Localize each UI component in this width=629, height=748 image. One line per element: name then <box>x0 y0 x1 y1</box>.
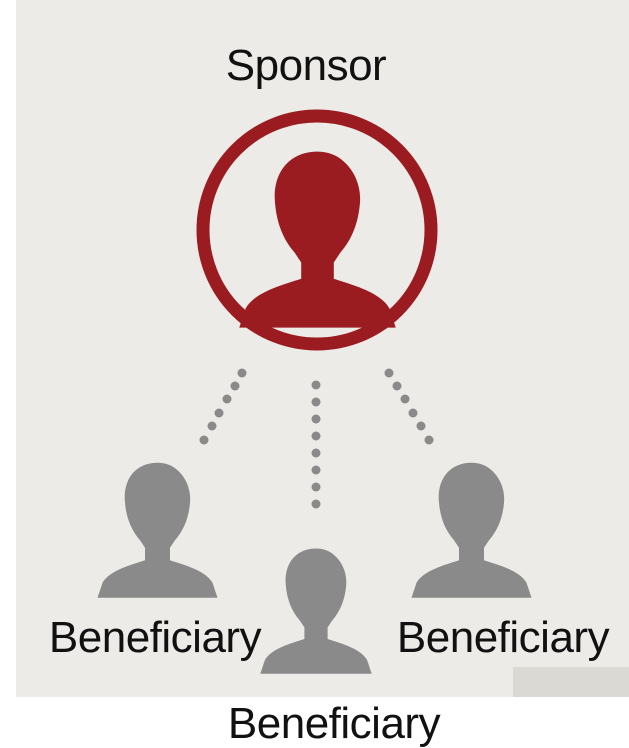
person-in-circle-icon <box>239 151 396 328</box>
beneficiary-right-icon <box>411 462 532 598</box>
beneficiary-center-label: Beneficiary <box>227 699 441 748</box>
sponsor-node <box>196 109 438 351</box>
connector-center <box>311 380 321 509</box>
sponsor-ring <box>196 109 438 351</box>
corner-strip <box>513 667 629 697</box>
beneficiary-center-icon <box>260 548 372 674</box>
beneficiary-right-label: Beneficiary <box>396 613 610 662</box>
connector-right <box>384 368 434 445</box>
connector-left <box>199 368 247 445</box>
beneficiary-left-label: Beneficiary <box>48 613 262 662</box>
beneficiary-left-icon <box>97 462 218 598</box>
sponsor-label: Sponsor <box>225 41 387 90</box>
